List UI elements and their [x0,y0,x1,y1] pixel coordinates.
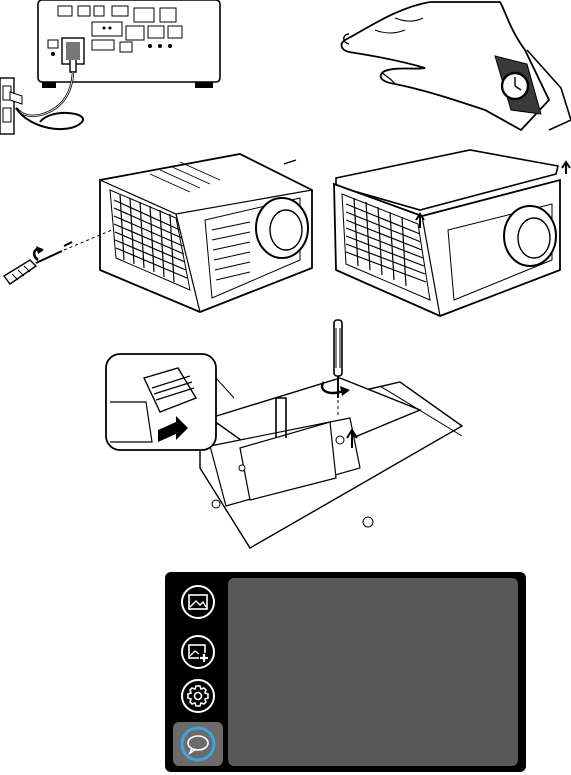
picture-icon [173,580,223,624]
osd-message-button[interactable] [173,722,223,766]
illustration-unscrew-top-cover [0,150,320,315]
gear-icon [173,674,223,718]
osd-preview-screen [228,578,518,766]
osd-picture-button[interactable] [173,580,223,624]
osd-settings-button[interactable] [173,674,223,718]
osd-menu [165,572,526,772]
illustration-remove-lamp-module [100,318,470,553]
illustration-power-unplug [0,0,230,145]
illustration-hand-with-watch [335,0,571,140]
picture-add-icon [173,630,223,674]
osd-picture-add-button[interactable] [173,630,223,674]
speech-bubble-icon [173,722,223,766]
illustration-lift-top-cover [330,140,571,320]
